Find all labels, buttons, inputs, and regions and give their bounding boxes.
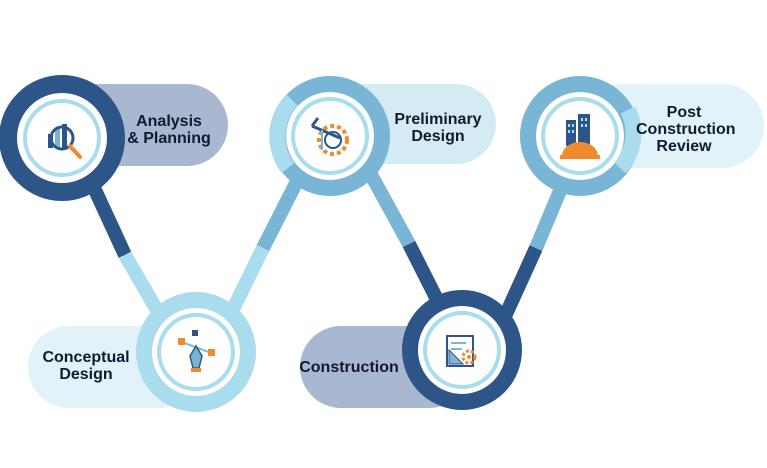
node-analysis (0, 75, 125, 201)
node-construction (402, 290, 522, 410)
building-hardhat-icon (560, 114, 600, 159)
step-label-preliminary: Preliminary Design (394, 111, 482, 145)
node-post (520, 76, 642, 196)
step-label-analysis: Analysis & Planning (127, 113, 211, 147)
blueprint-gear-icon (446, 335, 477, 367)
step-label-conceptual: Conceptual Design (42, 349, 130, 383)
step-label-construction: Construction (299, 359, 399, 376)
crane-gear-icon (310, 117, 349, 156)
chart-magnifier-icon (48, 124, 82, 159)
step-label-post: Post Construction Review (636, 104, 736, 155)
pen-tool-nodes-icon (178, 330, 215, 372)
node-conceptual (136, 292, 256, 412)
node-preliminary (269, 76, 390, 196)
